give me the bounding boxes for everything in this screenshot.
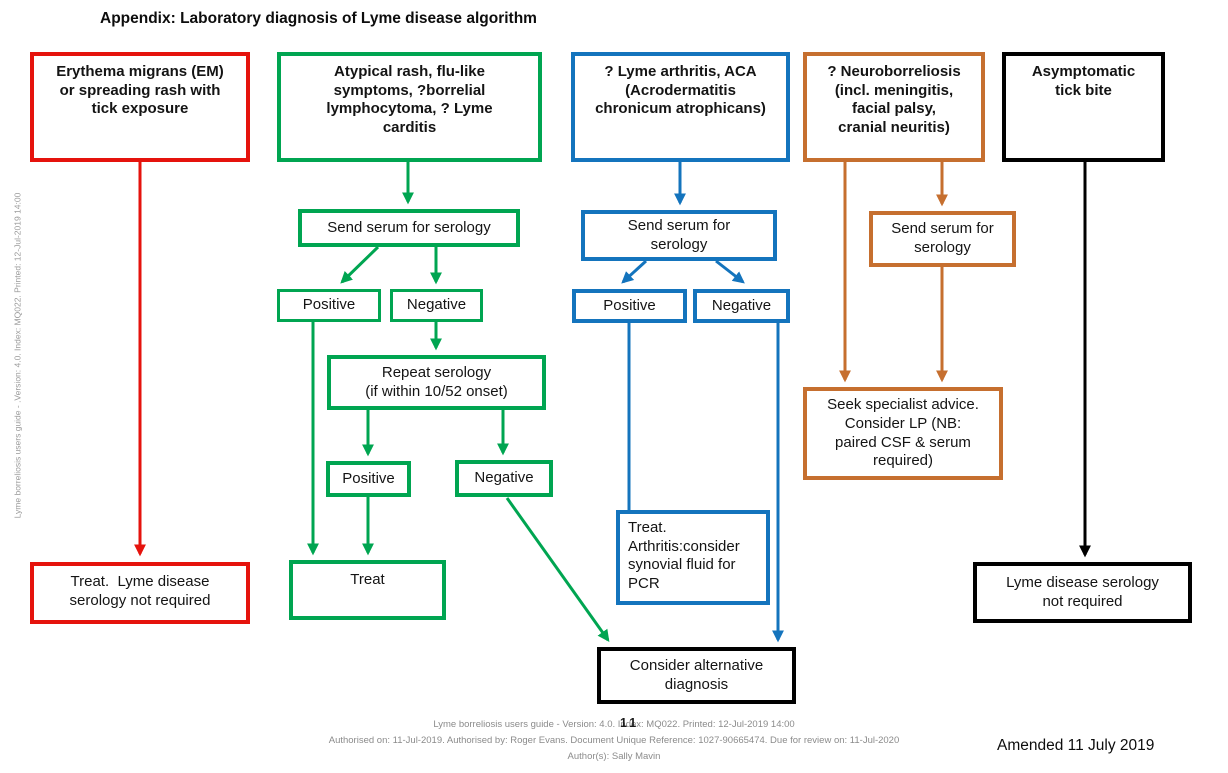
- node-blue-serology-label: Send serum for serology: [627, 216, 731, 253]
- node-blue-negative-label: Negative: [711, 296, 772, 314]
- node-seek-specialist: Seek specialist advice. Consider LP (NB:…: [803, 387, 1003, 480]
- node-green-positive-2: Positive: [326, 461, 411, 497]
- arrow-blue-serology-to-negative: [715, 259, 745, 284]
- node-blue-negative: Negative: [693, 289, 790, 323]
- node-asymptomatic-tick-bite: Asymptomatic tick bite: [1002, 52, 1165, 162]
- node-lyme-arthritis-label: ? Lyme arthritis, ACA (Acrodermatitis ch…: [595, 63, 766, 118]
- node-blue-treat-label: Treat. Arthritis:consider synovial fluid…: [628, 519, 740, 592]
- node-green-treat-label: Treat: [350, 571, 385, 588]
- page-number: 11: [620, 716, 640, 730]
- node-erythema-migrans: Erythema migrans (EM) or spreading rash …: [30, 52, 250, 162]
- node-green-positive-1-label: Positive: [302, 296, 356, 314]
- node-red-treat-label: Treat. Lyme disease serology not require…: [69, 573, 211, 609]
- node-green-serology: Send serum for serology: [298, 209, 520, 247]
- node-green-positive-1: Positive: [277, 289, 381, 322]
- node-neuroborreliosis-label: ? Neuroborreliosis (incl. meningitis, fa…: [827, 63, 961, 136]
- node-blue-positive: Positive: [572, 289, 687, 323]
- node-orange-serology-label: Send serum for serology: [891, 220, 994, 256]
- node-consider-alternative-diagnosis-label: Consider alternative diagnosis: [629, 656, 764, 693]
- page-title: Appendix: Laboratory diagnosis of Lyme d…: [100, 10, 537, 27]
- arrow-negative2-to-consider-alternative: [505, 497, 610, 642]
- footer-line-1: Lyme borreliosis users guide - Version: …: [433, 719, 795, 730]
- node-blue-serology: Send serum for serology: [581, 210, 777, 261]
- node-atypical-rash: Atypical rash, flu-like symptoms, ?borre…: [277, 52, 542, 162]
- node-serology-not-required-label: Lyme disease serology not required: [1006, 573, 1159, 610]
- node-green-serology-label: Send serum for serology: [327, 218, 491, 236]
- arrow-blue-serology-to-positive: [621, 259, 648, 284]
- node-repeat-serology: Repeat serology (if within 10/52 onset): [327, 355, 546, 410]
- node-green-negative-2: Negative: [455, 460, 553, 497]
- footer-line-2: Authorised on: 11-Jul-2019. Authorised b…: [328, 735, 900, 746]
- node-lyme-arthritis: ? Lyme arthritis, ACA (Acrodermatitis ch…: [571, 52, 790, 162]
- node-atypical-rash-label: Atypical rash, flu-like symptoms, ?borre…: [326, 63, 493, 136]
- node-blue-treat: Treat. Arthritis:consider synovial fluid…: [616, 510, 770, 605]
- amended-note: Amended 11 July 2019: [997, 737, 1155, 754]
- node-green-negative-1: Negative: [390, 289, 483, 322]
- node-consider-alternative-diagnosis: Consider alternative diagnosis: [597, 647, 796, 704]
- node-green-negative-2-label: Negative: [474, 469, 534, 487]
- node-green-positive-2-label: Positive: [342, 469, 395, 487]
- node-asymptomatic-tick-bite-label: Asymptomatic tick bite: [1031, 63, 1136, 99]
- node-erythema-migrans-label: Erythema migrans (EM) or spreading rash …: [56, 63, 224, 118]
- node-repeat-serology-label: Repeat serology (if within 10/52 onset): [365, 363, 508, 400]
- node-green-treat: Treat: [289, 560, 446, 620]
- node-green-negative-1-label: Negative: [406, 296, 467, 314]
- node-seek-specialist-label: Seek specialist advice. Consider LP (NB:…: [827, 396, 979, 470]
- arrow-green-serology-to-positive1: [340, 245, 380, 284]
- node-blue-positive-label: Positive: [603, 296, 656, 314]
- node-serology-not-required: Lyme disease serology not required: [973, 562, 1192, 623]
- node-orange-serology: Send serum for serology: [869, 211, 1016, 267]
- footer-line-3: Author(s): Sally Mavin: [567, 751, 661, 762]
- node-red-treat: Treat. Lyme disease serology not require…: [30, 562, 250, 624]
- node-neuroborreliosis: ? Neuroborreliosis (incl. meningitis, fa…: [803, 52, 985, 162]
